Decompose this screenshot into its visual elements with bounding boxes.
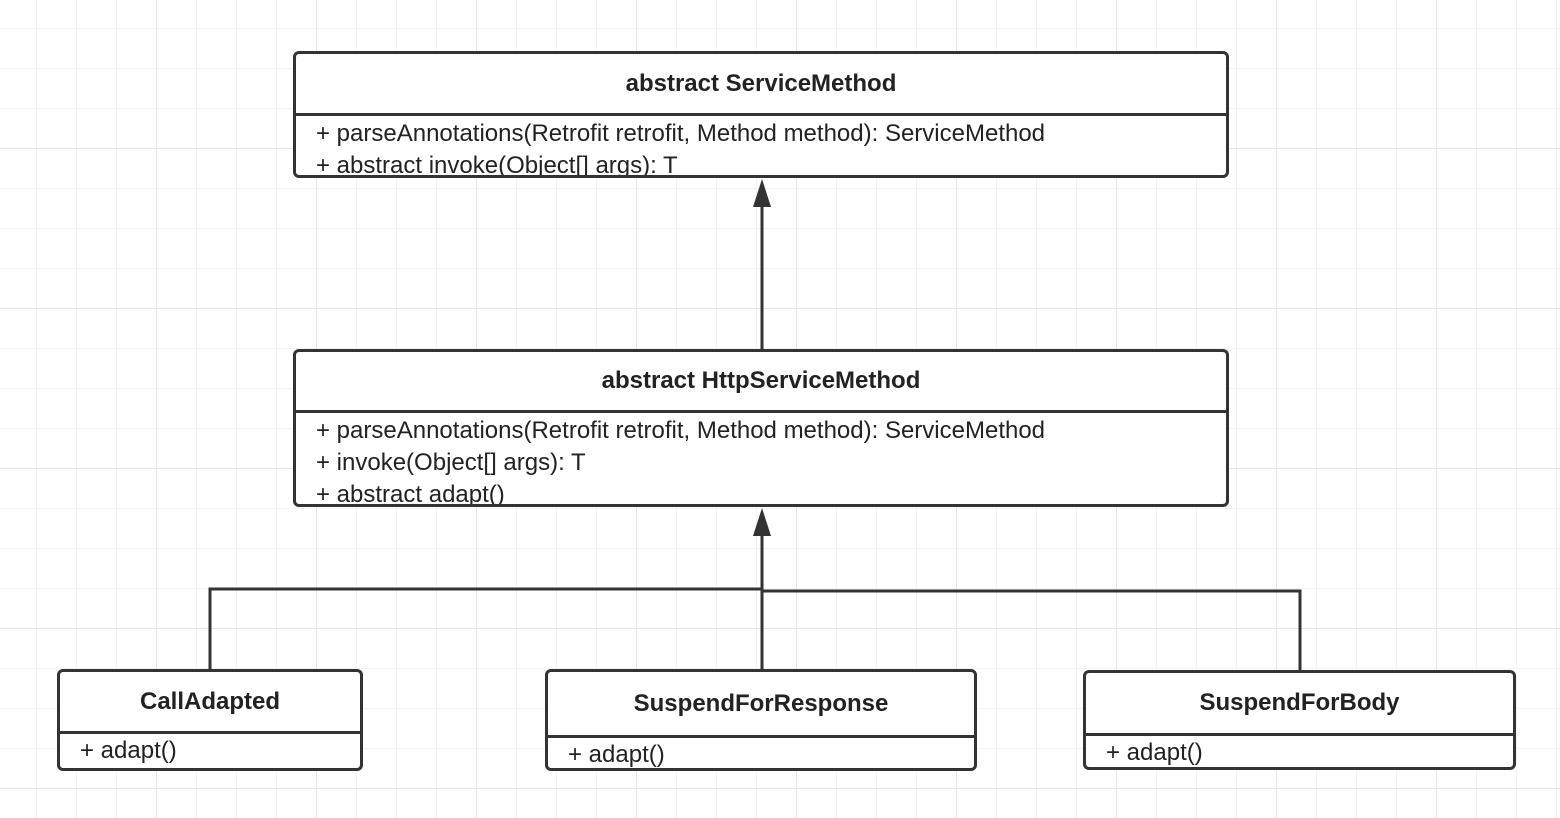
member-method: + adapt() bbox=[1106, 739, 1203, 766]
class-name: SuspendForResponse bbox=[548, 672, 974, 738]
member-method: + abstract invoke(Object[] args): T bbox=[316, 152, 678, 178]
class-name: CallAdapted bbox=[60, 672, 360, 734]
edge-suspend-for-body bbox=[762, 589, 1302, 670]
class-name: SuspendForBody bbox=[1086, 673, 1513, 736]
member-method: + invoke(Object[] args): T bbox=[316, 449, 586, 476]
member-method: + abstract adapt() bbox=[316, 481, 505, 507]
class-members: + adapt() bbox=[60, 734, 360, 766]
member-method: + adapt() bbox=[80, 737, 177, 764]
class-suspend-for-response[interactable]: SuspendForResponse + adapt() bbox=[545, 669, 977, 771]
class-members: + adapt() bbox=[1086, 736, 1513, 767]
member-method: + adapt() bbox=[568, 741, 665, 768]
arrowhead-http-service-method bbox=[753, 508, 771, 536]
class-members: + parseAnnotations(Retrofit retrofit, Me… bbox=[296, 116, 1226, 178]
edge-call-adapted bbox=[208, 587, 762, 669]
class-name: abstract HttpServiceMethod bbox=[296, 352, 1226, 413]
class-suspend-for-body[interactable]: SuspendForBody + adapt() bbox=[1083, 670, 1516, 770]
member-method: + parseAnnotations(Retrofit retrofit, Me… bbox=[316, 417, 1046, 444]
class-name: abstract ServiceMethod bbox=[296, 54, 1226, 116]
member-method: + parseAnnotations(Retrofit retrofit, Me… bbox=[316, 120, 1046, 147]
class-members: + parseAnnotations(Retrofit retrofit, Me… bbox=[296, 413, 1226, 507]
arrowhead-service-method bbox=[753, 179, 771, 207]
class-http-service-method[interactable]: abstract HttpServiceMethod + parseAnnota… bbox=[293, 349, 1229, 507]
class-call-adapted[interactable]: CallAdapted + adapt() bbox=[57, 669, 363, 771]
class-service-method[interactable]: abstract ServiceMethod + parseAnnotation… bbox=[293, 51, 1229, 178]
class-members: + adapt() bbox=[548, 738, 974, 768]
